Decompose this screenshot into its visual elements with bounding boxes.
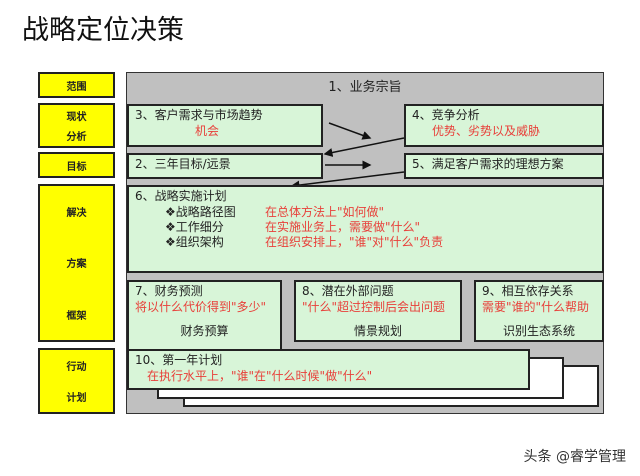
box-sub: 在执行水平上，"谁"在"什么时候"做"什么" <box>147 368 373 383</box>
row-label-solution: 解决方案框架 <box>38 184 115 342</box>
box-title: 4、竞争分析 <box>412 108 480 122</box>
item-label: ❖组织架构 <box>165 234 224 249</box>
box-foot: 情景规划 <box>353 324 402 339</box>
box-financial: 7、财务预测将以什么代价得到"多少" 财务预算 <box>127 280 282 355</box>
box-customer-needs: 3、客户需求与市场趋势 机会 <box>127 104 323 147</box>
arrow <box>323 137 405 157</box>
label: 框架 <box>66 310 87 322</box>
box-title: 6、战略实施计划 <box>135 189 227 203</box>
arrow <box>328 122 372 140</box>
item-note: 在总体方法上"如何做" <box>265 204 385 219</box>
box-external-issues: 8、潜在外部问题"什么"超过控制后会出问题 情景规划 <box>294 280 462 342</box>
box-sub: 将以什么代价得到"多少" <box>135 299 267 314</box>
box-competition: 4、竞争分析 优势、劣势以及威胁 <box>404 104 604 147</box>
row-label-action: 行动计划 <box>38 348 115 414</box>
page-title: 战略定位决策 <box>22 15 184 46</box>
box-foot: 识别生态系统 <box>502 324 575 339</box>
label: 方案 <box>66 259 87 271</box>
label: 分析 <box>66 132 87 144</box>
box-title: 8、潜在外部问题 <box>302 284 394 298</box>
box-sub: 需要"谁的"什么帮助 <box>482 299 590 314</box>
box-3yr-goal: 2、三年目标/远景 <box>127 153 323 179</box>
box-title: 10、第一年计划 <box>135 353 223 367</box>
label: 范围 <box>66 81 87 93</box>
box-title: 9、相互依存关系 <box>482 284 574 298</box>
box-title: 7、财务预测 <box>135 284 203 298</box>
arrow <box>290 171 405 190</box>
box-mission: 1、业务宗旨 <box>328 80 402 95</box>
box-sub: 机会 <box>195 123 220 138</box>
box-interdependency: 9、相互依存关系需要"谁的"什么帮助 识别生态系统 <box>474 280 604 342</box>
item-note: 在实施业务上，需要做"什么" <box>265 219 421 234</box>
label: 行动 <box>66 362 87 373</box>
row-label-goal: 目标 <box>38 152 115 178</box>
box-ideal-solution: 5、满足客户需求的理想方案 <box>404 153 604 179</box>
label: 目标 <box>66 161 87 173</box>
label: 计划 <box>66 393 87 404</box>
box-title: 3、客户需求与市场趋势 <box>135 108 263 122</box>
box-sub: 优势、劣势以及威胁 <box>432 123 541 138</box>
box-first-year-plan: 10、第一年计划 在执行水平上，"谁"在"什么时候"做"什么" <box>127 349 530 390</box>
box-foot: 财务预算 <box>180 324 229 339</box>
item-label: ❖战略路径图 <box>165 204 236 219</box>
box-strategy-plan: 6、战略实施计划 ❖战略路径图 在总体方法上"如何做" ❖工作细分 在实施业务上，需… <box>127 185 604 273</box>
watermark: 头条 @睿学管理 <box>523 449 626 465</box>
row-label-status: 现状分析 <box>38 103 115 148</box>
item-note: 在组织安排上，"谁"对"什么"负责 <box>265 234 444 249</box>
row-label-scope: 范围 <box>38 72 115 98</box>
box-sub: "什么"超过控制后会出问题 <box>302 299 446 314</box>
item-label: ❖工作细分 <box>165 219 224 234</box>
label: 现状 <box>66 111 87 123</box>
label: 解决 <box>66 208 87 220</box>
